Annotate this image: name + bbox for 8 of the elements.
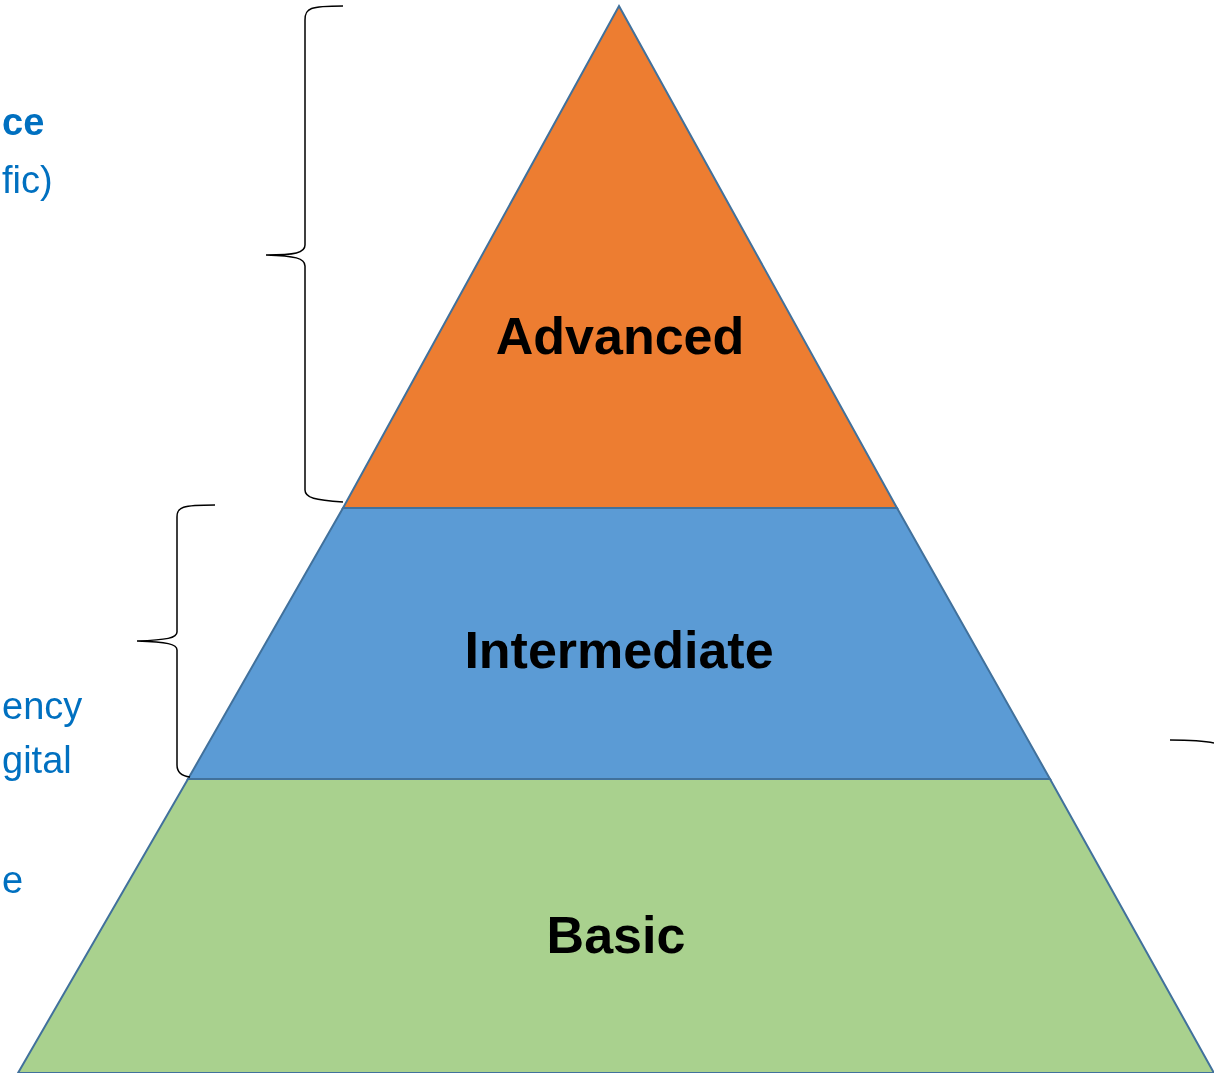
side-text: e <box>2 858 24 902</box>
side-text: ce <box>2 100 45 144</box>
tier-label: Basic <box>545 905 687 965</box>
side-text: fic) <box>2 158 53 202</box>
side-text: ency <box>2 684 83 728</box>
side-text: gital <box>2 738 72 782</box>
tier-label: Intermediate <box>463 620 775 680</box>
tier-label: Advanced <box>494 306 746 366</box>
